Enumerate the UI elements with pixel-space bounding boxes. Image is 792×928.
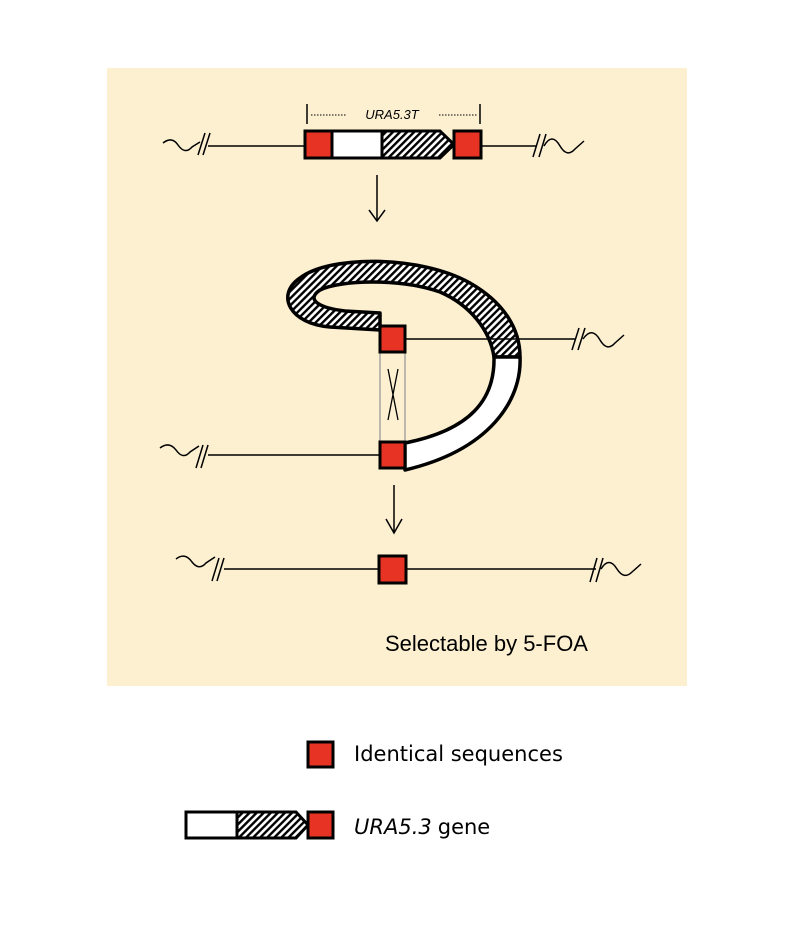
- legend-label-identical: Identical sequences: [354, 742, 563, 766]
- wavy-end-right: [543, 138, 585, 154]
- break-mark-upper-2: [577, 327, 586, 351]
- identical-sequence-left: [303, 129, 334, 160]
- arrow-down-1: [368, 175, 386, 223]
- wavy-end-right-final: [600, 561, 642, 577]
- gene-white-part: [330, 129, 384, 160]
- break-mark-left: [197, 132, 206, 156]
- crossover-x-icon: [387, 368, 399, 421]
- legend-item-identical: Identical sequences: [306, 740, 563, 769]
- step3-locus: [175, 554, 642, 585]
- break-mark-final-left-2: [216, 557, 225, 582]
- step1-locus: URA5.3T: [162, 104, 585, 160]
- break-mark-right-2: [538, 133, 547, 158]
- break-mark-final-left: [211, 557, 220, 582]
- wavy-end-upper-right: [582, 332, 625, 348]
- loop-hatched-band: [286, 259, 522, 359]
- break-mark-final-right: [589, 557, 598, 583]
- loop-white-band: [403, 355, 522, 472]
- identical-sequence-final: [377, 554, 408, 585]
- legend-label-gene-italic: URA5.3: [354, 815, 432, 839]
- break-mark-final-right-2: [595, 557, 604, 583]
- break-mark-left-2: [202, 132, 211, 156]
- arrow-down-2: [385, 485, 403, 535]
- break-mark-lower: [195, 444, 204, 469]
- gene-hatched-arrow: [380, 129, 457, 160]
- red-square-icon: [306, 740, 335, 769]
- construct-label: URA5.3T: [365, 107, 420, 122]
- break-mark-upper: [571, 327, 580, 351]
- identical-sequence-lower: [378, 440, 407, 470]
- step2-loop: [159, 259, 625, 472]
- wavy-end-left: [162, 139, 201, 152]
- break-mark-lower-2: [200, 444, 209, 469]
- wavy-end-lower-left: [159, 444, 200, 457]
- break-mark-right: [532, 133, 541, 158]
- legend-label-gene-rest: gene: [438, 815, 490, 839]
- wavy-end-left-final: [175, 555, 216, 568]
- identical-sequence-right: [452, 129, 483, 160]
- gene-arrow-icon: [184, 810, 335, 840]
- result-caption: Selectable by 5-FOA: [385, 631, 588, 656]
- identical-sequence-upper: [378, 324, 407, 354]
